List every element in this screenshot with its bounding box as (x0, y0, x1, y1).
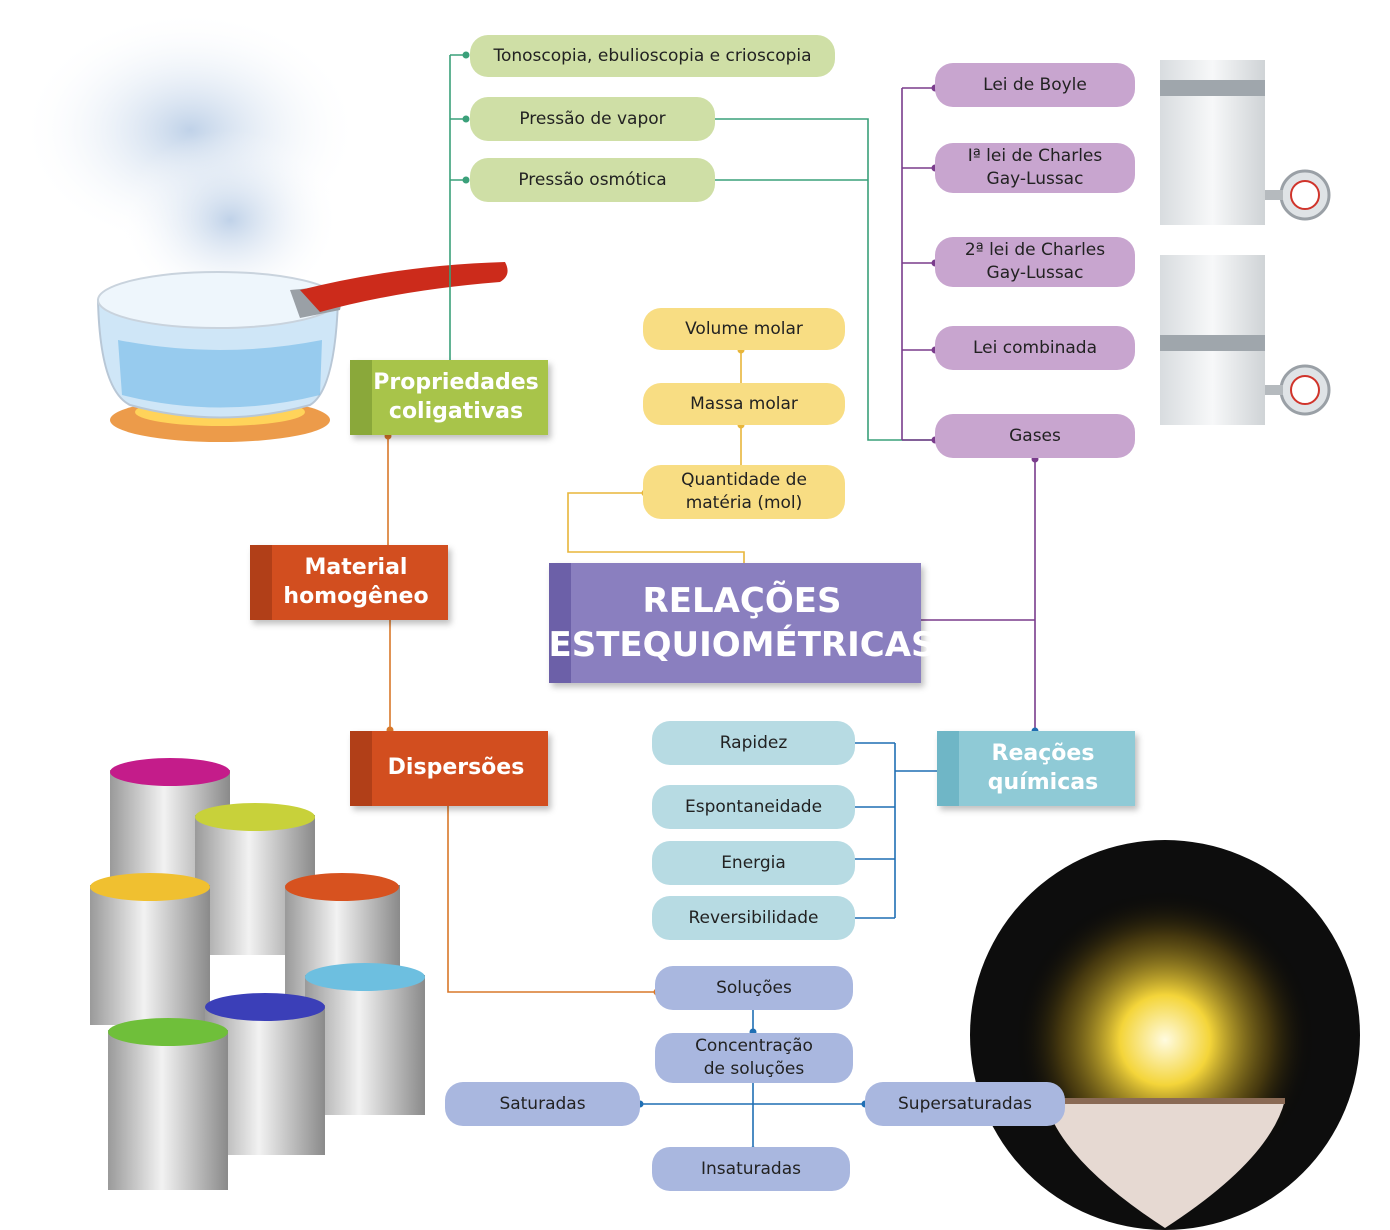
propriedades-box: Propriedades coligativas (350, 360, 548, 435)
central-title: RELAÇÕES ESTEQUIOMÉTRICAS (548, 580, 936, 665)
node-lei-combinada: Lei combinada (935, 326, 1135, 370)
node-insaturadas: Insaturadas (652, 1147, 850, 1191)
node-pressao-osmotica: Pressão osmótica (470, 158, 715, 202)
connector-lines (387, 54, 1036, 1147)
node-volume-molar: Volume molar (643, 308, 845, 350)
node-gases: Gases (935, 414, 1135, 458)
node-lei-boyle: Lei de Boyle (935, 63, 1135, 107)
node-charles-2: 2ª lei de Charles Gay-Lussac (935, 237, 1135, 287)
node-supersaturadas: Supersaturadas (865, 1082, 1065, 1126)
boiling-pot-illustration (20, 10, 508, 442)
node-pressao-vapor: Pressão de vapor (470, 97, 715, 141)
node-charles-1: Iª lei de Charles Gay-Lussac (935, 143, 1135, 193)
line-dispersoes-solucoes (447, 806, 655, 993)
central-box: RELAÇÕES ESTEQUIOMÉTRICAS (548, 563, 936, 683)
sparks-illustration (970, 840, 1360, 1230)
node-concentracao: Concentração de soluções (655, 1033, 853, 1083)
node-energia: Energia (652, 841, 855, 885)
reacoes-box: Reações químicas (937, 731, 1135, 806)
node-espontaneidade: Espontaneidade (652, 785, 855, 829)
paint-cans-illustration (90, 758, 425, 1190)
dispersoes-box: Dispersões (350, 731, 548, 806)
node-rapidez: Rapidez (652, 721, 855, 765)
node-tonoscopia: Tonoscopia, ebulioscopia e crioscopia (470, 35, 835, 77)
dot-pressao-osmotica (462, 176, 470, 184)
node-saturadas: Saturadas (445, 1082, 640, 1126)
line-central-to-quantidade (567, 492, 745, 563)
node-quantidade-materia: Quantidade de matéria (mol) (643, 465, 845, 519)
dot-tonoscopia (462, 51, 470, 59)
node-massa-molar: Massa molar (643, 383, 845, 425)
dot-pressao-vapor (462, 115, 470, 123)
node-solucoes: Soluções (655, 966, 853, 1010)
material-box: Material homogêneo (250, 545, 448, 620)
gas-cylinders-illustration (1160, 60, 1331, 425)
node-reversibilidade: Reversibilidade (652, 896, 855, 940)
